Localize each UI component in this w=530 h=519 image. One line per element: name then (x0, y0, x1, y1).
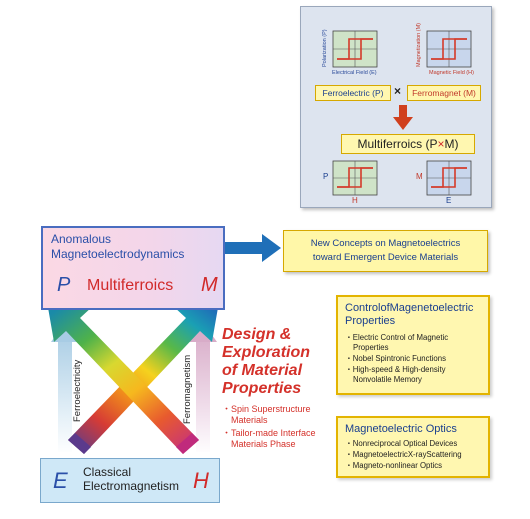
magnetoelectric-optics-panel: Magnetoelectric Optics ・Nonreciprocal Op… (336, 416, 490, 478)
anomalous-magnetoelectrodynamics-box: Anomalous Magnetoelectrodynamics P Multi… (41, 226, 225, 310)
polarization-symbol: P (57, 274, 71, 296)
down-arrow-icon (393, 105, 413, 130)
classical-line2: Electromagnetism (83, 479, 180, 493)
ferroelectric-hysteresis-graph (332, 30, 378, 68)
control-item-1-line1: ・Electric Control of Magnetic (345, 333, 449, 342)
graph2-x-label: Magnetic Field (H) (429, 70, 474, 76)
design-bullet-2-line2: Materials Phase (231, 439, 296, 449)
ferroelectric-box: Ferroelectric (P) (315, 85, 391, 101)
graph4-y-label: M (416, 172, 423, 181)
classical-line1: Classical (83, 465, 132, 479)
ferromagnet-box: Ferromagnet (M) (407, 85, 481, 101)
design-line3: of Material (222, 362, 303, 379)
ferromagnetism-label: Ferromagnetism (182, 354, 193, 424)
design-line1: Design & (222, 326, 292, 343)
control-item-1-line2: Properties (353, 342, 389, 352)
optics-item-3: ・Magneto-nonlinear Optics (345, 461, 443, 470)
p-vs-h-graph (332, 160, 378, 196)
optics-title: Magnetoelectric Optics (345, 423, 457, 435)
design-bullet-2: ・Tailor-made Interface Materials Phase (222, 428, 316, 450)
control-item-3-line2: Nonvolatile Memory (353, 374, 422, 384)
control-title-line1: ControlofMagenetoelectric (345, 302, 474, 314)
graph4-x-label: E (446, 196, 452, 205)
electric-field-symbol: E (53, 468, 68, 493)
graph3-x-label: H (352, 196, 358, 205)
graph1-x-label: Electrical Field (E) (332, 70, 377, 76)
control-title: ControlofMagenetoelectric Properties (345, 302, 473, 328)
multiferroics-panel: Polarization (P) Electrical Field (E) Ma… (300, 6, 492, 208)
times-symbol: × (394, 84, 402, 98)
design-bullet-2-line1: ・Tailor-made Interface (222, 428, 316, 438)
design-bullet-1-line1: ・Spin Superstructure (222, 404, 311, 414)
ferromagnetism-arrow (189, 322, 217, 452)
control-item-3-line1: ・High-speed & High-density (345, 365, 446, 374)
control-item-3: ・High-speed & High-density Nonvolatile M… (345, 365, 446, 384)
anomalous-title-line1: Anomalous (51, 232, 112, 246)
magnetization-symbol: M (201, 274, 218, 296)
m-vs-e-graph (426, 160, 472, 196)
new-concepts-line1: New Concepts on Magnetoelectrics (310, 238, 461, 249)
magnetic-field-symbol: H (193, 468, 209, 493)
control-item-1: ・Electric Control of Magnetic Properties (345, 333, 448, 352)
new-concepts-box: New Concepts on Magnetoelectrics toward … (283, 230, 488, 272)
control-item-2: ・Nobel Spintronic Functions (345, 354, 446, 363)
multiferroics-suffix: M) (444, 137, 459, 151)
multiferroics-label: Multiferroics (87, 277, 174, 294)
optics-item-1: ・Nonreciprocal Optical Devices (345, 439, 458, 448)
multiferroics-times: × (437, 137, 445, 151)
ferromagnet-hysteresis-graph (426, 30, 472, 68)
classical-label: Classical Electromagnetism (83, 465, 179, 493)
graph3-y-label: P (323, 172, 329, 181)
optics-item-2: ・MagnetoelectricX-rayScattering (345, 450, 462, 459)
control-properties-panel: ControlofMagenetoelectric Properties ・El… (336, 295, 490, 395)
new-concepts-line2: toward Emergent Device Materials (312, 252, 459, 263)
multiferroics-title: Multiferroics (P×M) (341, 134, 475, 154)
design-exploration-heading: Design & Exploration of Material Propert… (222, 326, 342, 398)
anomalous-title: Anomalous Magnetoelectrodynamics (51, 232, 221, 262)
rainbow-arrow-h-to-p (46, 296, 199, 454)
control-title-line2: Properties (345, 315, 396, 327)
design-bullet-1: ・Spin Superstructure Materials (222, 404, 311, 426)
classical-electromagnetism-box: E Classical Electromagnetism H (40, 458, 220, 503)
multiferroics-prefix: Multiferroics (P (357, 137, 438, 151)
design-line4: Properties (222, 380, 302, 397)
rainbow-arrow-e-to-m (68, 296, 220, 454)
design-bullet-1-line2: Materials (231, 415, 268, 425)
anomalous-title-line2: Magnetoelectrodynamics (51, 247, 185, 261)
design-line2: Exploration (222, 344, 311, 361)
ferroelectricity-label: Ferroelectricity (72, 359, 83, 422)
